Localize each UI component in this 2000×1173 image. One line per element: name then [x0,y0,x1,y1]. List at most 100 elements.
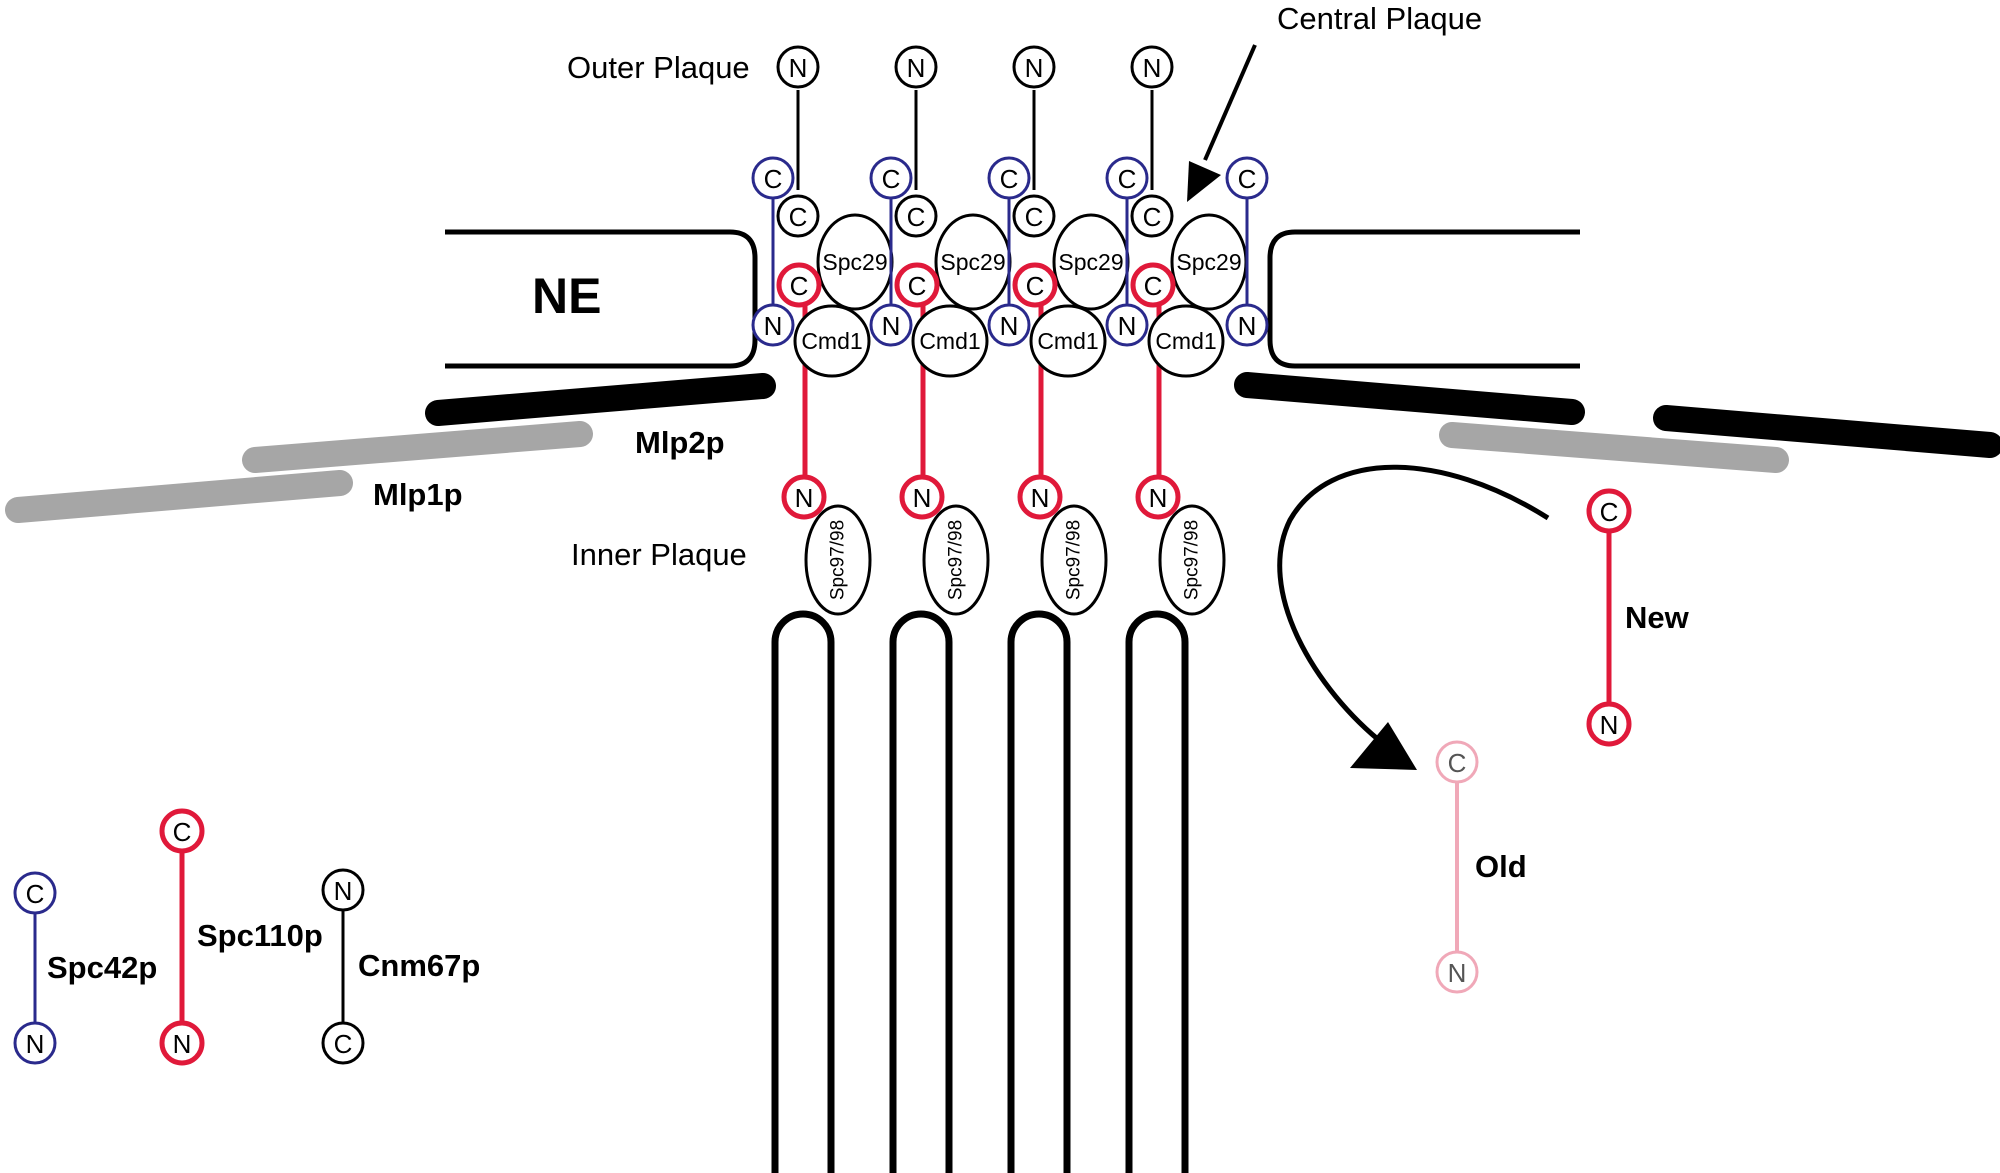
spc110p-legend-c-terminus-letter: C [173,817,192,847]
old-n-terminus-letter: N [1448,958,1467,988]
spc29-protein-label: Spc29 [1176,249,1241,275]
spc42p-c-terminus-letter: C [1118,164,1137,194]
spc110p-legend-label: Spc110p [197,918,323,953]
cnm67p-c-terminus-letter: C [1143,202,1162,232]
spc29-protein-label: Spc29 [822,249,887,275]
spc42p-c-terminus: C [1225,156,1269,200]
inner-plaque-label: Inner Plaque [571,537,747,572]
spc97-98-protein: Spc97/98 [922,504,990,616]
spc110p-c-terminus: C [894,262,940,308]
spc42p-n-terminus-letter: N [1000,311,1019,341]
spc42p-n-terminus-letter: N [1238,311,1257,341]
spc110p-c-terminus-letter: C [790,271,809,301]
cnm67p-c-terminus: C [1130,194,1174,238]
spc42p-c-terminus-letter: C [882,164,901,194]
spc110p-n-terminus: N [1135,474,1181,520]
spc110p-c-terminus: C [1130,262,1176,308]
spc42p-legend-c-terminus-letter: C [26,879,45,909]
mlp2p-bar [1234,372,1585,425]
spc97-98-protein-label: Spc97/98 [1182,520,1203,600]
spc110p-legend-n-terminus: N [159,1020,205,1066]
cmd1-protein: Cmd1 [793,304,871,378]
spc42p-n-terminus: N [869,303,913,347]
cnm67p-n-terminus: N [1012,45,1056,89]
new-n-terminus: N [1586,701,1632,747]
cmd1-protein: Cmd1 [911,304,989,378]
spc42p-c-terminus: C [987,156,1031,200]
spc97-98-protein-label: Spc97/98 [946,520,967,600]
spc42p-n-terminus-letter: N [882,311,901,341]
cnm67p-legend-n-terminus-letter: N [334,876,353,906]
cmd1-protein-label: Cmd1 [919,328,980,354]
mlp1p-bar [242,421,593,473]
spc29-protein-label: Spc29 [1058,249,1123,275]
spc42p-legend-n-terminus: N [13,1021,57,1065]
old-c-terminus-letter: C [1448,748,1467,778]
spc97-98-protein: Spc97/98 [804,504,872,616]
spc110p-c-terminus-letter: C [1026,271,1045,301]
cnm67p-c-terminus-letter: C [907,202,926,232]
spc110p-c-terminus: C [1012,262,1058,308]
spc97-98-protein: Spc97/98 [1040,504,1108,616]
spc97-98-protein-label: Spc97/98 [1064,520,1085,600]
spc42p-c-terminus-letter: C [764,164,783,194]
ne-label: NE [532,268,601,324]
cmd1-protein-label: Cmd1 [801,328,862,354]
spc42p-c-terminus: C [751,156,795,200]
new-c-terminus: C [1586,488,1632,534]
spc42p-n-terminus-letter: N [1118,311,1137,341]
spc110p-n-terminus: N [899,474,945,520]
spc42p-n-terminus: N [1105,303,1149,347]
mlp2p-label: Mlp2p [635,425,725,460]
microtubule [889,610,953,1173]
spc42p-legend-n-terminus-letter: N [26,1029,45,1059]
spc29-protein: Spc29 [1052,213,1130,311]
spc110p-c-terminus: C [776,262,822,308]
cnm67p-legend-n-terminus: N [321,868,365,912]
cnm67p-n-terminus: N [776,45,820,89]
cnm67p-legend-c-terminus-letter: C [334,1029,353,1059]
spc110p-n-terminus: N [1017,474,1063,520]
spb-edge-spc42p: CN [1225,156,1269,347]
cnm67p-c-terminus: C [1012,194,1056,238]
cmd1-protein: Cmd1 [1029,304,1107,378]
spc29-protein-label: Spc29 [940,249,1005,275]
spc110p-n-terminus-letter: N [1149,483,1168,513]
spc42p-n-terminus-letter: N [764,311,783,341]
mlp1p-bar [1439,422,1789,473]
cnm67p-n-terminus-letter: N [1143,53,1162,83]
old-c-terminus: C [1435,740,1479,784]
spc110p-n-terminus: N [781,474,827,520]
cnm67p-legend-label: Cnm67p [358,948,480,983]
mlp1p-bar [5,470,353,523]
new-n-terminus-letter: N [1600,710,1619,740]
spc97-98-protein: Spc97/98 [1158,504,1226,616]
cnm67p-c-terminus-letter: C [1025,202,1044,232]
spc42p-c-terminus-letter: C [1238,164,1257,194]
central-plaque-arrow [1187,44,1257,202]
cmd1-protein-label: Cmd1 [1037,328,1098,354]
spc42p-legend-label: Spc42p [47,950,157,985]
outer-plaque-label: Outer Plaque [567,50,750,85]
spc110p-n-terminus-letter: N [913,483,932,513]
cnm67p-n-terminus: N [1130,45,1174,89]
legend [33,831,345,1043]
old-n-terminus: N [1435,950,1479,994]
microtubule [1125,610,1189,1173]
spc42p-n-terminus: N [751,303,795,347]
cnm67p-c-terminus: C [776,194,820,238]
cmd1-protein-label: Cmd1 [1155,328,1216,354]
spb-columns: Spc29Cmd1Spc97/98NCCCNNSpc29Cmd1Spc97/98… [751,45,1269,1173]
spc110p-c-terminus-letter: C [908,271,927,301]
new-label: New [1625,600,1690,635]
spc42p-c-terminus: C [1105,156,1149,200]
spc42p-c-terminus-letter: C [1000,164,1019,194]
spc29-protein: Spc29 [934,213,1012,311]
spc110p-legend-n-terminus-letter: N [173,1029,192,1059]
spc42p-c-terminus: C [869,156,913,200]
cnm67p-legend-c-terminus: C [321,1021,365,1065]
